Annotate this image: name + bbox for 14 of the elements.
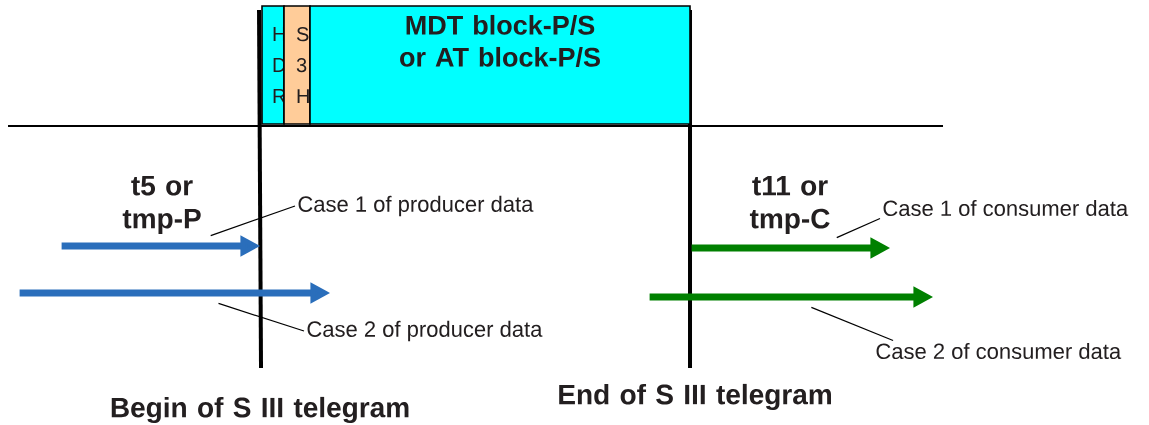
case-label: Case 1 of producer data	[298, 195, 534, 217]
timing-label: Begin of S III telegram	[111, 396, 409, 424]
leader-line	[810, 306, 894, 342]
leader-line	[210, 205, 296, 237]
case-label: Case 2 of consumer data	[876, 342, 1122, 360]
timing-label: End of S III telegram	[559, 383, 831, 411]
case-label: Case 1 of consumer data	[883, 199, 1129, 217]
leader-line	[217, 302, 305, 332]
timing-label: t5 or tmp-P	[122, 175, 201, 235]
data-block: MDT block-P/S or AT block-P/S	[309, 5, 691, 125]
timing-label: t11 or tmp-C	[749, 175, 830, 235]
case-label: Case 2 of producer data	[307, 320, 543, 342]
header-cell: S 3 H	[283, 5, 311, 125]
leader-line	[836, 217, 881, 239]
